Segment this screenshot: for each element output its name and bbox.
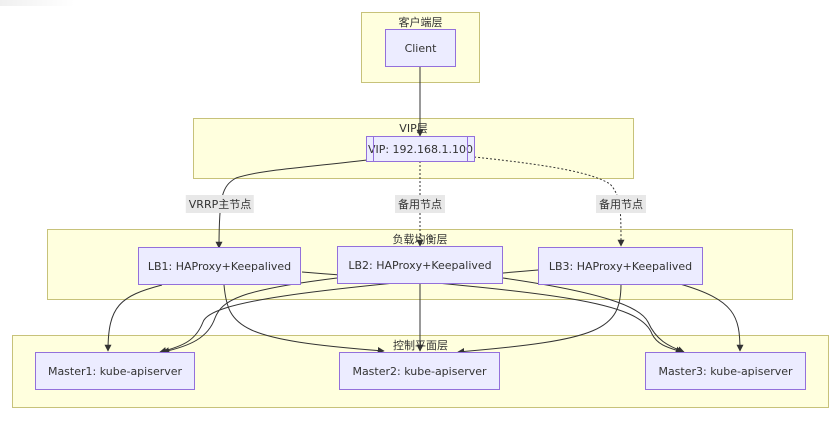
edge-label-vrrp-primary: VRRP主节点 [185, 195, 255, 213]
edge-label-backup-lb3: 备用节点 [596, 195, 646, 213]
master1-node[interactable]: Master1: kube-apiserver [35, 352, 195, 390]
edge-lb2-master1 [162, 277, 338, 355]
lb2-node[interactable]: LB2: HAProxy+Keepalived [337, 246, 503, 284]
client-node[interactable]: Client [385, 29, 456, 67]
client-layer-title: 客户端层 [398, 16, 443, 29]
edge-lb2-master3 [502, 277, 685, 354]
edge-lb1-master2 [223, 284, 385, 355]
master2-node[interactable]: Master2: kube-apiserver [339, 352, 500, 390]
lb1-node[interactable]: LB1: HAProxy+Keepalived [138, 247, 301, 285]
edge-lb1-master1 [104, 284, 163, 352]
master3-node[interactable]: Master3: kube-apiserver [645, 352, 806, 390]
lb-layer-title: 负载均衡层 [392, 233, 448, 246]
edge-label-backup-lb2: 备用节点 [395, 195, 445, 213]
edge-vip-lb3 [473, 156, 625, 247]
corner-shadow [0, 0, 75, 6]
edge-lb3-master2 [457, 283, 622, 355]
edge-lb3-master3 [679, 283, 744, 352]
vip-node[interactable]: VIP: 192.168.1.100 [366, 136, 475, 162]
lb3-node[interactable]: LB3: HAProxy+Keepalived [538, 247, 703, 285]
